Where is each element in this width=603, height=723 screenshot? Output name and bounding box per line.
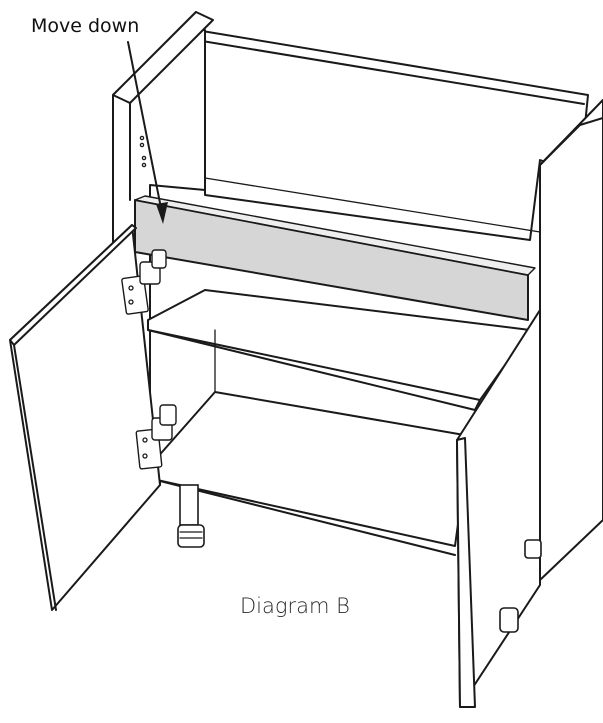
back-panel [195, 29, 589, 241]
shelf-peg-hole [139, 142, 145, 148]
lower-hinge [135, 404, 177, 470]
right-door [456, 309, 541, 708]
upper-hinge [121, 249, 167, 315]
diagram-caption: Diagram B [240, 594, 350, 618]
front-left-leg [177, 484, 205, 548]
shelf-peg-hole [141, 162, 147, 168]
left-door [9, 224, 161, 611]
shelf-peg-hole [141, 155, 147, 161]
rear-right-leg [524, 539, 542, 559]
right-side-panel [539, 99, 603, 581]
shelf-peg-hole [139, 135, 145, 141]
highlighted-rail [134, 195, 536, 321]
move-down-arrow [127, 41, 168, 224]
move-down-label: Move down [31, 15, 140, 37]
front-right-leg [499, 607, 519, 633]
